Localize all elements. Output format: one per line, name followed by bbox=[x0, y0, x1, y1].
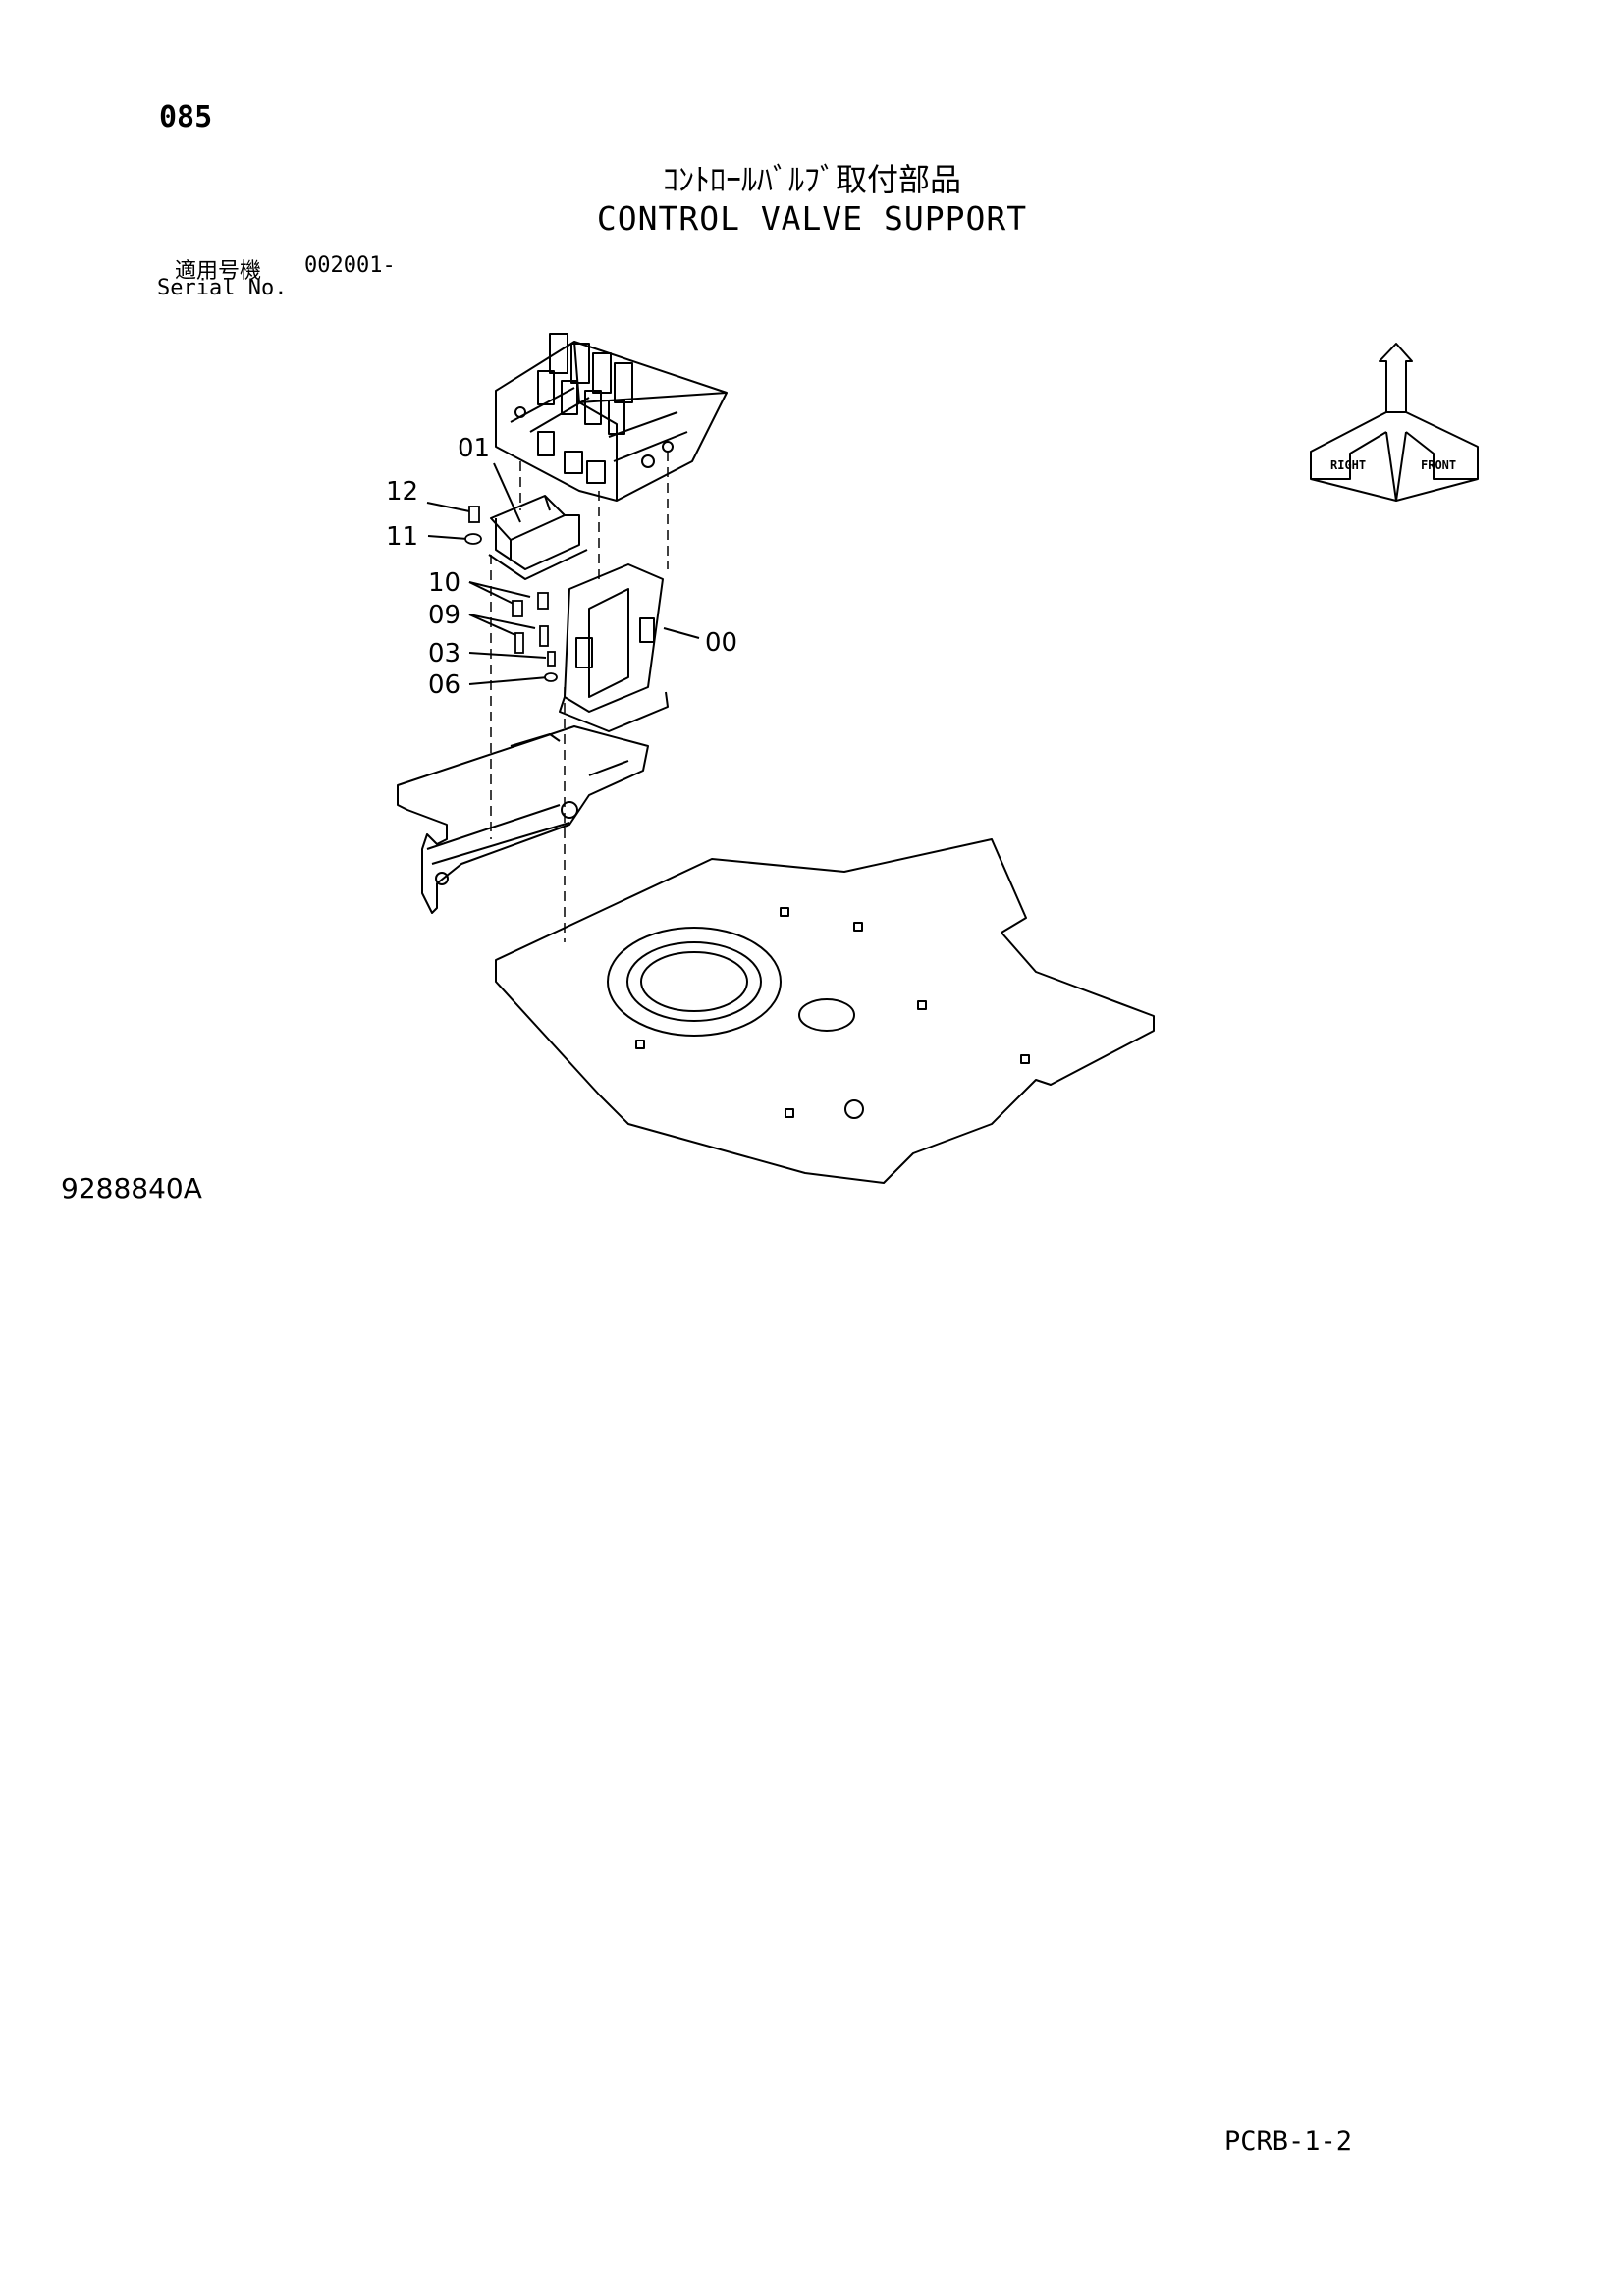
serial-label: Serial No. bbox=[157, 276, 288, 300]
callout-00: 00 bbox=[705, 628, 737, 658]
serial-label-japanese: 適用号機 bbox=[175, 259, 262, 284]
orientation-label-front: FRONT bbox=[1421, 458, 1456, 472]
callout-01: 01 bbox=[458, 434, 490, 463]
callout-03: 03 bbox=[428, 639, 460, 668]
drawing-number: 9288840A bbox=[61, 1172, 202, 1204]
serial-number-value: 002001- bbox=[304, 253, 396, 278]
orientation-label-right: RIGHT bbox=[1330, 458, 1366, 472]
callout-09: 09 bbox=[428, 601, 460, 630]
callout-11: 11 bbox=[386, 522, 418, 552]
bracket-01-illustration bbox=[488, 495, 588, 580]
alignment-lines bbox=[490, 452, 669, 942]
leader-lines bbox=[426, 462, 700, 685]
fasteners-illustration bbox=[464, 506, 558, 682]
orientation-arrows-icon bbox=[1310, 343, 1479, 502]
callout-12: 12 bbox=[386, 477, 418, 507]
bracket-00-illustration bbox=[559, 563, 669, 732]
page-code: PCRB-1-2 bbox=[1224, 2126, 1353, 2157]
callout-10: 10 bbox=[428, 568, 460, 598]
callout-06: 06 bbox=[428, 670, 460, 700]
page-number: 085 bbox=[159, 100, 213, 134]
base-plate-illustration bbox=[495, 838, 1155, 1184]
frame-rail-illustration bbox=[397, 725, 649, 914]
page-title-japanese: ｺﾝﾄﾛｰﾙﾊﾞﾙﾌﾞ取付部品 bbox=[662, 161, 961, 198]
page-title: CONTROL VALVE SUPPORT bbox=[596, 199, 1028, 238]
control-valve-illustration bbox=[495, 333, 728, 502]
